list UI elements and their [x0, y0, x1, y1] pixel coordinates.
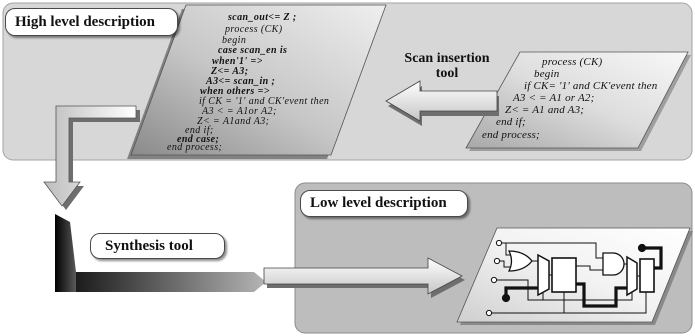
- synthesis-tool-text: Synthesis tool: [105, 237, 193, 254]
- code-line: when'1' =>: [212, 56, 263, 67]
- low-level-description-label: Low level description: [300, 190, 468, 217]
- synthesis-arrow-horizontal: [76, 272, 266, 292]
- code-line: begin: [534, 68, 560, 80]
- and-gate: [602, 252, 625, 276]
- scan-chain-path: [642, 246, 663, 270]
- scan-out-dot: [637, 243, 647, 253]
- high-level-description-label: High level description: [5, 8, 178, 36]
- low-level-description-text: Low level description: [310, 195, 447, 211]
- flip-flop: [639, 258, 655, 293]
- input-pin: [490, 276, 498, 284]
- code-line: A3 < = A1 or A2;: [513, 92, 595, 104]
- code-line: Z< = A1and A3;: [197, 116, 270, 127]
- or-gate: [507, 250, 533, 272]
- scan-in-dot: [501, 293, 511, 303]
- code-line: case scan_en is: [218, 45, 288, 56]
- scan-code-sheet: [130, 4, 387, 156]
- input-pin: [493, 257, 501, 265]
- code-line: Z< = A1 and A3;: [505, 104, 585, 116]
- scan-chain-path: [576, 282, 627, 308]
- flip-flop: [551, 257, 577, 293]
- gate-level-circuit: [485, 239, 663, 317]
- code-line: A3<= scan_in ;: [206, 76, 276, 87]
- code-line: scan_out<= Z ;: [228, 12, 297, 23]
- code-line: Z<= A3;: [211, 66, 249, 77]
- scan-mux: [626, 255, 638, 297]
- code-line: if CK= '1' and CK'event then: [524, 80, 658, 92]
- synthesis-tool-label: Synthesis tool: [90, 233, 225, 259]
- synthesis-arrow-vertical: [55, 214, 76, 292]
- wire: [502, 242, 512, 256]
- high-level-description-text: High level description: [15, 13, 155, 30]
- down-arrow: [43, 105, 137, 207]
- code-line: end if;: [496, 116, 526, 128]
- scan-mux: [537, 253, 550, 297]
- code-line: end process;: [482, 129, 540, 141]
- code-line: if CK = '1' and CK'event then: [199, 96, 330, 107]
- code-line: process (CK): [225, 24, 283, 35]
- synthesis-output-arrow: [263, 257, 463, 295]
- mux-select-wire: [497, 279, 633, 301]
- input-pin: [495, 239, 503, 247]
- wire: [506, 242, 603, 259]
- clock-wire: [492, 292, 647, 314]
- code-line: end process;: [167, 142, 223, 153]
- scan-insertion-arrow: [385, 80, 498, 122]
- code-line: end case;: [177, 134, 220, 145]
- code-line: process (CK): [542, 56, 603, 68]
- wire: [500, 260, 512, 268]
- code-line: begin: [222, 35, 247, 46]
- scan-insertion-tool-label: Scan insertion tool: [404, 51, 490, 81]
- code-line: end if;: [185, 125, 214, 136]
- wire: [576, 265, 603, 271]
- code-line: when others =>: [200, 86, 270, 97]
- input-pin: [485, 309, 493, 317]
- code-line: A3 < = A1or A2;: [202, 106, 277, 117]
